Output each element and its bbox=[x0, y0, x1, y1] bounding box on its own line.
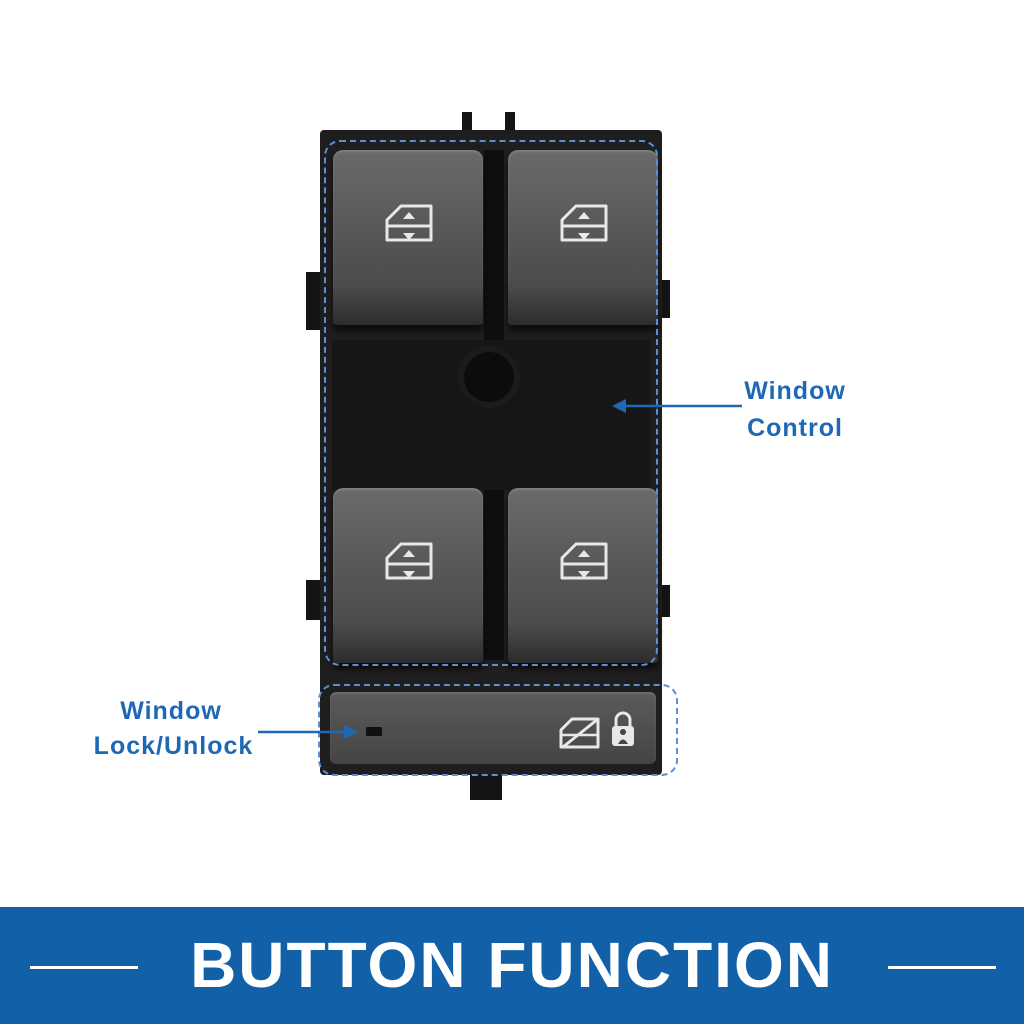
window-up-down-icon bbox=[560, 204, 608, 242]
side-clip-left-lower bbox=[306, 580, 324, 620]
top-tab-left bbox=[462, 112, 472, 134]
window-lock-highlight bbox=[318, 684, 678, 776]
window-control-highlight bbox=[324, 140, 658, 666]
window-switch-front-left[interactable] bbox=[333, 150, 483, 325]
window-switch-rear-right[interactable] bbox=[508, 488, 658, 663]
banner-rule-right bbox=[888, 966, 996, 969]
window-control-label-line2: Control bbox=[747, 414, 843, 442]
window-switch-rear-left[interactable] bbox=[333, 488, 483, 663]
top-tab-right bbox=[505, 112, 515, 134]
callout-arrow bbox=[612, 399, 742, 413]
banner-rule-left bbox=[30, 966, 138, 969]
center-rib bbox=[484, 150, 504, 340]
window-switch-front-right[interactable] bbox=[508, 150, 658, 325]
banner-title: BUTTON FUNCTION bbox=[190, 929, 834, 1001]
window-up-down-icon bbox=[385, 204, 433, 242]
padlock-person-icon bbox=[612, 711, 634, 746]
window-up-down-icon bbox=[560, 542, 608, 580]
center-rib-lower bbox=[484, 490, 504, 660]
window-lock-button[interactable] bbox=[330, 692, 656, 764]
window-up-down-icon bbox=[385, 542, 433, 580]
callout-arrow bbox=[258, 725, 358, 739]
window-control-label-line1: Window bbox=[744, 377, 846, 405]
window-lock-label-line2: Lock/Unlock bbox=[93, 732, 254, 760]
title-banner bbox=[0, 907, 1024, 1024]
screw-post bbox=[464, 352, 514, 402]
window-lock-label-line1: Window bbox=[120, 697, 222, 725]
window-lock-icon bbox=[559, 717, 600, 749]
lock-indicator-led bbox=[366, 727, 382, 736]
side-clip-left-upper bbox=[306, 272, 324, 330]
